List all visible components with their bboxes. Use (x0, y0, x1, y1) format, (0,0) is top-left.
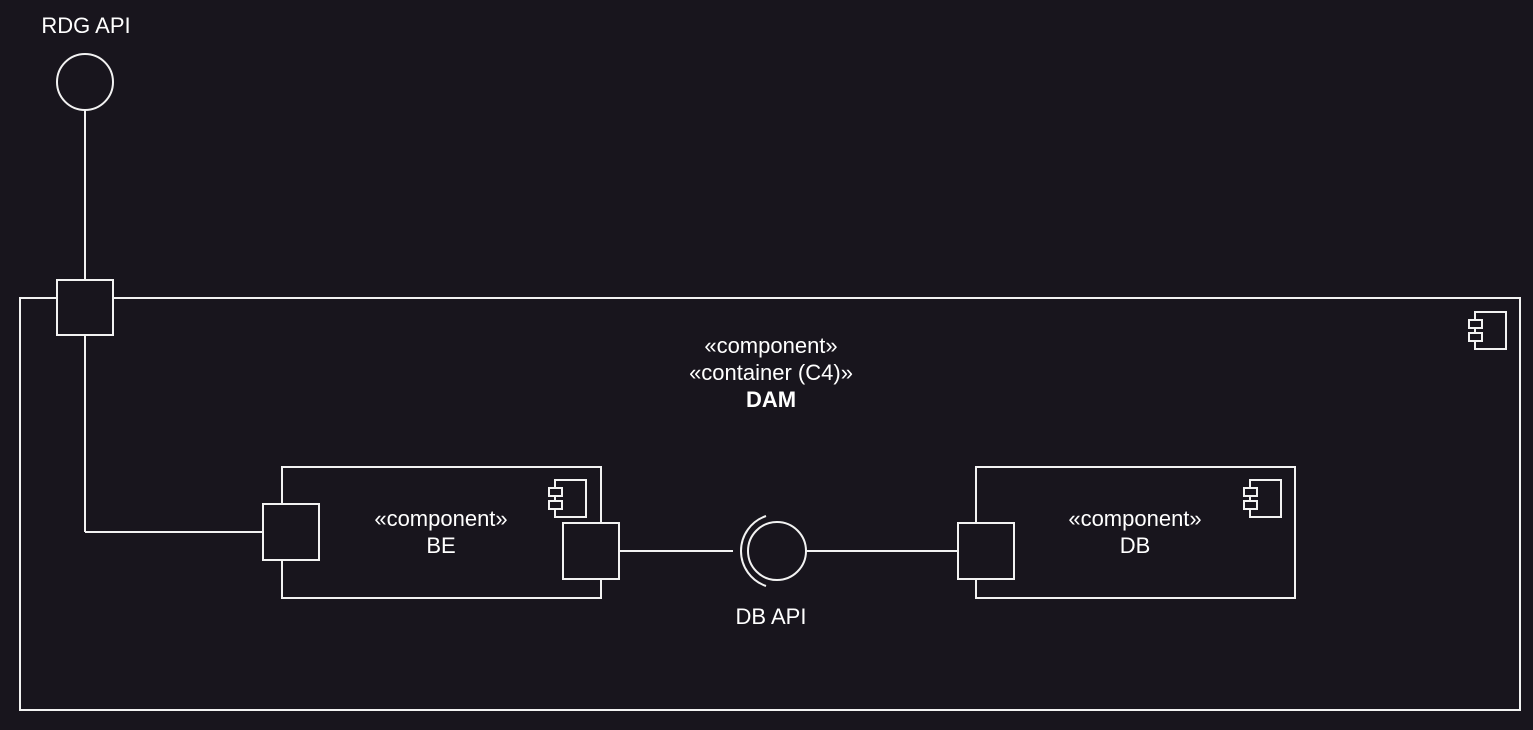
db-stereotype: «component» (1068, 506, 1201, 531)
rdg-api-label: RDG API (41, 13, 130, 38)
be-component-icon-tab-bottom (548, 500, 563, 510)
rdg-api-provided-interface-icon (56, 53, 114, 111)
be-component[interactable] (281, 466, 602, 599)
db-api-required-interface-icon (740, 515, 767, 587)
be-stereotype: «component» (374, 506, 507, 531)
be-output-port[interactable] (562, 522, 620, 580)
dam-stereotype-container: «container (C4)» (689, 360, 853, 385)
be-component-icon-tab-top (548, 487, 563, 497)
db-component[interactable] (975, 466, 1296, 599)
be-name: BE (426, 533, 455, 558)
dam-component-icon-tab-top (1468, 319, 1483, 329)
db-api-provided-interface-icon (747, 521, 807, 581)
db-component-icon-tab-top (1243, 487, 1258, 497)
dam-component-icon-tab-bottom (1468, 332, 1483, 342)
dam-title: DAM (746, 387, 796, 412)
be-component-icon-body (554, 479, 587, 518)
dam-stereotype-component: «component» (704, 333, 837, 358)
db-component-icon-tab-bottom (1243, 500, 1258, 510)
dam-component-icon-body (1474, 311, 1507, 350)
be-input-port[interactable] (262, 503, 320, 561)
db-component-icon (1243, 479, 1282, 518)
db-name: DB (1120, 533, 1151, 558)
dam-external-port[interactable] (56, 279, 114, 336)
db-component-icon-body (1249, 479, 1282, 518)
be-component-icon (548, 479, 587, 518)
db-api-label: DB API (736, 604, 807, 629)
db-input-port[interactable] (957, 522, 1015, 580)
dam-component-icon (1468, 311, 1507, 350)
